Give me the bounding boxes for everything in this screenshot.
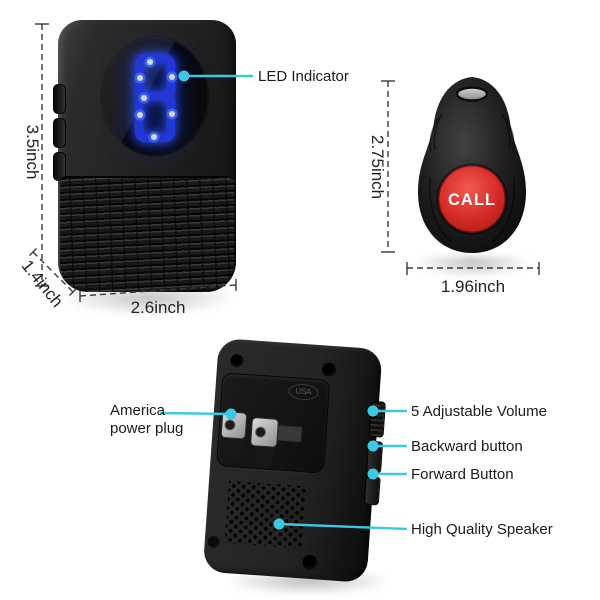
receiver-front-device <box>53 20 236 292</box>
volume-label: 5 Adjustable Volume <box>411 403 547 420</box>
power-plug-label-line1: America <box>110 402 166 419</box>
plug-prong-left <box>220 411 248 461</box>
led-highlight-dots <box>134 56 178 143</box>
callout-dot-icon <box>225 408 237 420</box>
receiver-front-side-button-3 <box>53 152 66 181</box>
dimension-remote-width: 1.96inch <box>406 262 540 296</box>
callout-speaker: High Quality Speaker <box>273 518 553 538</box>
call-button <box>436 163 508 235</box>
receiver-front-side-button-1 <box>53 84 66 114</box>
dimension-remote-height: 2.75inch <box>368 80 395 253</box>
led-display <box>102 37 208 156</box>
power-plug-prongs <box>220 411 302 467</box>
speaker-grille <box>60 176 234 292</box>
callout-dot-icon <box>273 518 285 530</box>
speaker-label: High Quality Speaker <box>411 521 553 538</box>
seven-segment-digit <box>134 53 178 143</box>
callout-forward: Forward Button <box>367 466 514 483</box>
plug-prong-right <box>250 417 302 467</box>
callout-volume: 5 Adjustable Volume <box>367 403 547 420</box>
call-remote-device: CALL <box>418 77 526 253</box>
dimension-receiver-depth: 1.4inch <box>18 248 77 311</box>
receiver-back-device: USA <box>202 338 386 583</box>
power-plug-panel: USA <box>216 372 331 474</box>
callout-dot-icon <box>178 70 190 82</box>
dimension-receiver-height: 3.5inch <box>23 23 49 287</box>
receiver-width-label: 2.6inch <box>131 298 186 317</box>
receiver-front-reflection <box>60 290 236 316</box>
fob-ridge-lines <box>429 113 515 243</box>
receiver-height-label: 3.5inch <box>23 125 42 180</box>
led-indicator-label: LED Indicator <box>258 68 349 85</box>
callout-dot-icon <box>367 405 379 417</box>
callout-dot-icon <box>367 440 379 452</box>
backward-label: Backward button <box>411 438 523 455</box>
remote-height-label: 2.75inch <box>368 135 387 199</box>
receiver-front-side-button-2 <box>53 118 66 148</box>
power-plug-label-line2: power plug <box>110 420 183 437</box>
call-remote-reflection <box>414 256 532 278</box>
dimension-receiver-width: 2.6inch <box>79 279 237 317</box>
call-button-label: CALL <box>448 191 496 209</box>
callout-led-indicator: LED Indicator <box>178 68 349 85</box>
remote-width-label: 1.96inch <box>441 277 505 296</box>
callout-power-plug: America power plug <box>110 402 237 437</box>
receiver-back-reflection <box>224 574 392 596</box>
lanyard-slot-icon <box>455 86 489 102</box>
callout-backward: Backward button <box>367 438 523 455</box>
forward-label: Forward Button <box>411 466 514 483</box>
callout-dot-icon <box>367 468 379 480</box>
